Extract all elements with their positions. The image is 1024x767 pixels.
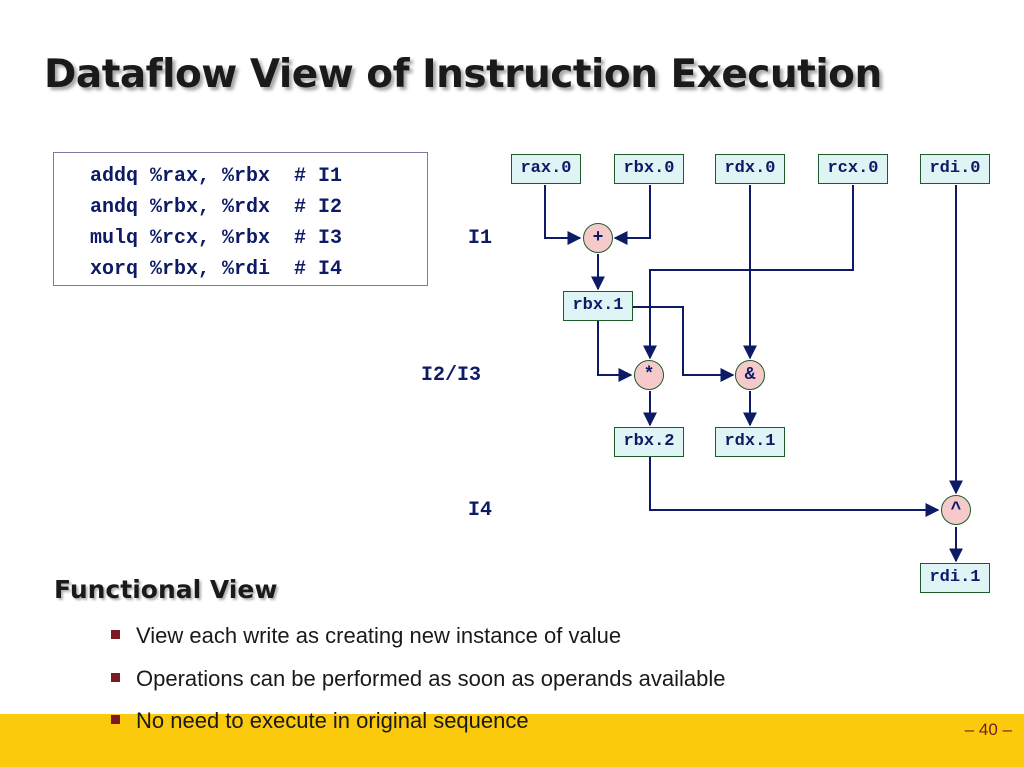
bullet-text: No need to execute in original sequence [136,708,529,733]
edge-rbx0-plus [613,185,651,245]
stage-label-i2-i3: I2/I3 [421,364,482,387]
edge-rcx0-mul [643,185,854,360]
bullet-item: Operations can be performed as soon as o… [111,666,725,692]
footer-bar [0,714,1024,767]
operator-xor: ^ [941,495,971,525]
register-rdi0: rdi.0 [920,154,990,184]
stage-label-i1: I1 [468,227,493,250]
code-line: xorq %rbx, %rdi # I4 [90,258,343,281]
edge-rbx2-xor [649,457,940,517]
bullet-text: View each write as creating new instance… [136,623,622,648]
functional-view-heading: Functional View [54,575,278,604]
code-line: mulq %rcx, %rbx # I3 [90,227,343,250]
register-rdi1: rdi.1 [920,563,990,593]
register-rdx0: rdx.0 [715,154,785,184]
edge-rbx1-mul [597,321,633,382]
operator-add: + [583,223,613,253]
operator-mul: * [634,360,664,390]
stage-label-i4: I4 [468,499,493,522]
bullet-item: View each write as creating new instance… [111,623,621,649]
bullet-text: Operations can be performed as soon as o… [136,666,726,691]
edge-rbx1-and [632,306,735,382]
code-line: andq %rbx, %rdx # I2 [90,196,343,219]
bullet-square-icon [111,630,120,639]
register-rcx0: rcx.0 [818,154,888,184]
page-number: – 40 – [964,720,1012,739]
register-rbx2: rbx.2 [614,427,684,457]
code-line: addq %rax, %rbx # I1 [90,165,343,188]
bullet-item: No need to execute in original sequence [111,708,529,734]
code-listing: addq %rax, %rbx # I1 andq %rbx, %rdx # I… [53,152,428,286]
slide-title: Dataflow View of Instruction Execution [44,52,882,97]
register-rax0: rax.0 [511,154,581,184]
register-rbx0: rbx.0 [614,154,684,184]
bullet-square-icon [111,715,120,724]
operator-and: & [735,360,765,390]
register-rdx1: rdx.1 [715,427,785,457]
bullet-square-icon [111,673,120,682]
edge-rax0-plus [544,185,582,245]
register-rbx1: rbx.1 [563,291,633,321]
